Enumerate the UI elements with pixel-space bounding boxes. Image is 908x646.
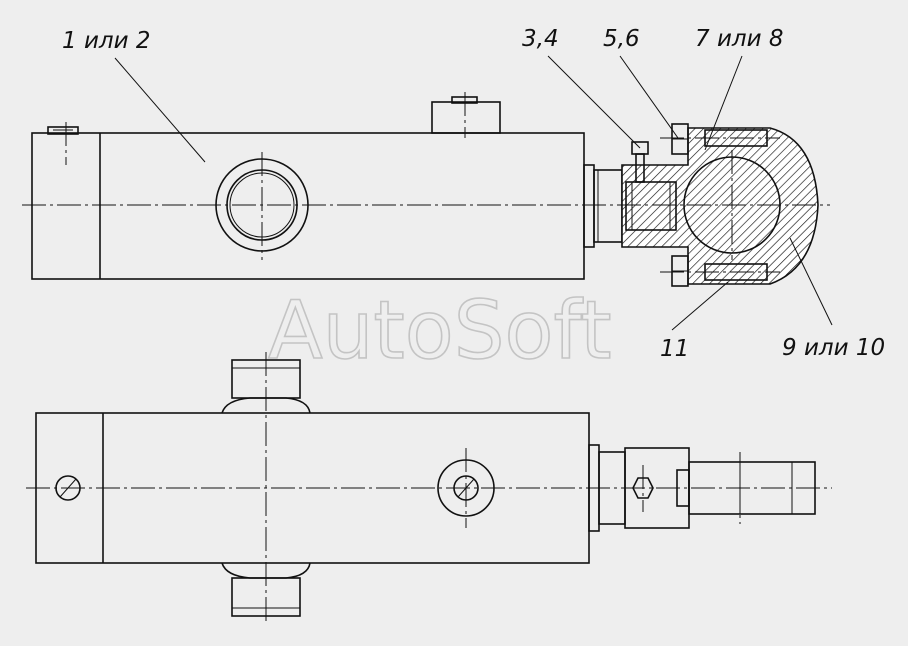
leader-1-2	[114, 57, 206, 163]
callout-part-3-4: 3,4	[522, 26, 559, 52]
callout-labels: 1 или 2 3,4 5,6 7 или 8 11 9 или 10	[62, 26, 885, 362]
bottom-view	[26, 352, 832, 624]
callout-part-11: 11	[660, 336, 689, 362]
leader-5-6	[619, 55, 679, 139]
watermark: AutoSoft	[268, 284, 612, 377]
top-view	[22, 92, 830, 287]
leader-11	[671, 281, 729, 331]
callout-part-1-2: 1 или 2	[62, 28, 151, 54]
leader-7-8	[704, 55, 743, 151]
port-boss-top	[431, 96, 501, 134]
callout-part-9-10: 9 или 10	[782, 335, 885, 361]
leader-9-10	[789, 237, 833, 326]
rod-end-clamp-section	[621, 123, 819, 287]
leader-3-4	[547, 55, 641, 149]
callout-part-5-6: 5,6	[603, 26, 640, 52]
rod-neck-top	[583, 164, 623, 248]
leader-lines	[114, 55, 833, 331]
callout-part-7-8: 7 или 8	[695, 26, 784, 52]
